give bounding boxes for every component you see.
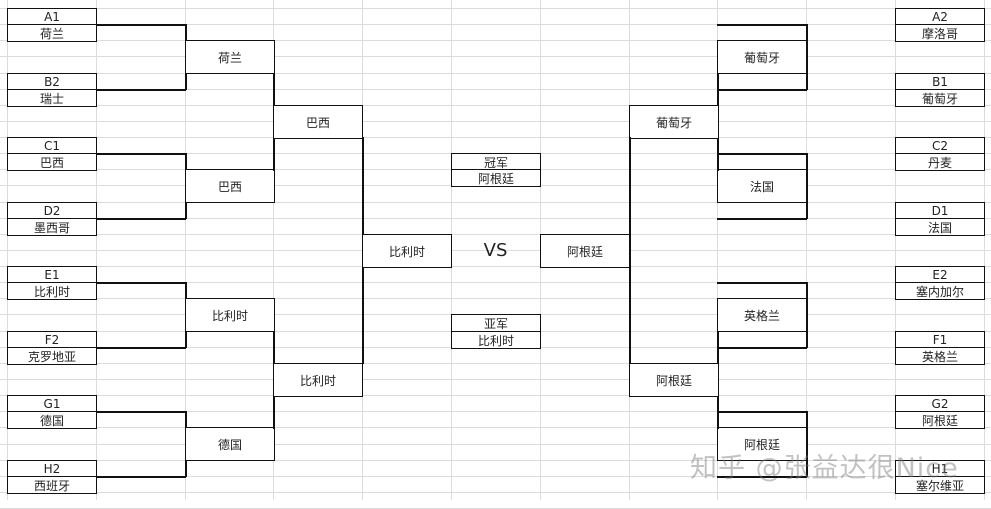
group-team-cell[interactable]: 德国	[7, 411, 97, 429]
round2-winner-cell[interactable]: 英格兰	[717, 298, 807, 332]
grid-row-line	[0, 427, 991, 428]
bracket-connector	[96, 476, 186, 478]
group-team-cell[interactable]: 法国	[895, 218, 985, 236]
group-team-cell[interactable]: 西班牙	[7, 476, 97, 494]
grid-col-line	[185, 0, 186, 500]
runner-up-label-cell: 亚军	[451, 314, 541, 332]
round2-winner-cell[interactable]: 荷兰	[185, 40, 275, 74]
group-team-cell[interactable]: 摩洛哥	[895, 24, 985, 42]
grid-col-line	[717, 0, 718, 500]
grid-col-line	[273, 0, 274, 500]
grid-row-line	[0, 298, 991, 299]
group-team-cell[interactable]: 塞内加尔	[895, 282, 985, 300]
bracket-connector	[717, 24, 807, 26]
grid-col-line	[96, 0, 97, 500]
bracket-connector	[717, 411, 807, 413]
round3-winner-cell[interactable]: 比利时	[273, 363, 363, 397]
bracket-connector	[717, 347, 807, 349]
grid-row-line	[0, 250, 991, 251]
group-seed-cell[interactable]: A1	[7, 8, 97, 26]
round2-winner-cell[interactable]: 阿根廷	[717, 427, 807, 461]
grid-row-line	[0, 476, 991, 477]
bracket-connector	[717, 218, 807, 220]
grid-row-line	[0, 56, 991, 57]
grid-col-line	[895, 0, 896, 500]
grid-row-line	[0, 8, 991, 9]
grid-row-line	[0, 460, 991, 461]
group-team-cell[interactable]: 葡萄牙	[895, 89, 985, 107]
runner-up-cell[interactable]: 比利时	[451, 331, 541, 349]
group-seed-cell[interactable]: B1	[895, 73, 985, 91]
round3-winner-cell[interactable]: 阿根廷	[629, 363, 719, 397]
bracket-connector	[96, 347, 186, 349]
bracket-connector	[96, 153, 186, 155]
grid-row-line	[0, 411, 991, 412]
group-team-cell[interactable]: 塞尔维亚	[895, 476, 985, 494]
bracket-connector	[96, 282, 186, 284]
round2-winner-cell[interactable]: 巴西	[185, 169, 275, 203]
round2-winner-cell[interactable]: 法国	[717, 169, 807, 203]
grid-row-line	[0, 218, 991, 219]
grid-row-line	[0, 363, 991, 364]
grid-row-line	[0, 379, 991, 380]
vs-label: VS	[483, 239, 508, 261]
grid-col-line	[984, 0, 985, 500]
bracket-connector	[717, 282, 807, 284]
group-seed-cell[interactable]: H1	[895, 460, 985, 478]
grid-row-line	[0, 395, 991, 396]
bracket-connector	[717, 153, 807, 155]
grid-row-line	[0, 137, 991, 138]
grid-row-line	[0, 202, 991, 203]
grid-row-line	[0, 282, 991, 283]
group-team-cell[interactable]: 巴西	[7, 153, 97, 171]
round2-winner-cell[interactable]: 德国	[185, 427, 275, 461]
bracket-connector	[717, 89, 807, 91]
group-team-cell[interactable]: 比利时	[7, 282, 97, 300]
round2-winner-cell[interactable]: 比利时	[185, 298, 275, 332]
group-team-cell[interactable]: 瑞士	[7, 89, 97, 107]
grid-row-line	[0, 444, 991, 445]
bracket-connector	[96, 411, 186, 413]
round2-winner-cell[interactable]: 葡萄牙	[717, 40, 807, 74]
group-team-cell[interactable]: 克罗地亚	[7, 347, 97, 365]
grid-row-line	[0, 121, 991, 122]
bracket-connector	[96, 218, 186, 220]
grid-row-line	[0, 105, 991, 106]
grid-row-line	[0, 266, 991, 267]
champion-cell[interactable]: 阿根廷	[451, 169, 541, 187]
round3-winner-cell[interactable]: 巴西	[273, 105, 363, 139]
grid-col-line	[806, 0, 807, 500]
bracket-connector	[96, 24, 186, 26]
grid-row-line	[0, 24, 991, 25]
group-seed-cell[interactable]: C1	[7, 137, 97, 155]
round4-winner-cell[interactable]: 比利时	[362, 234, 452, 268]
group-seed-cell[interactable]: H2	[7, 460, 97, 478]
group-team-cell[interactable]: 阿根廷	[895, 411, 985, 429]
grid-row-line	[0, 40, 991, 41]
watermark: 知乎 @张益达很Nice	[690, 453, 959, 484]
round3-winner-cell[interactable]: 葡萄牙	[629, 105, 719, 139]
bracket-connector	[96, 89, 186, 91]
grid-row-line	[0, 492, 991, 493]
group-team-cell[interactable]: 荷兰	[7, 24, 97, 42]
grid-col-line	[7, 0, 8, 500]
grid-row-line	[0, 73, 991, 74]
group-seed-cell[interactable]: A2	[895, 8, 985, 26]
grid-row-line	[0, 89, 991, 90]
group-team-cell[interactable]: 墨西哥	[7, 218, 97, 236]
group-team-cell[interactable]: 丹麦	[895, 153, 985, 171]
grid-row-line	[0, 234, 991, 235]
bracket-connector	[717, 476, 807, 478]
group-team-cell[interactable]: 英格兰	[895, 347, 985, 365]
round4-winner-cell[interactable]: 阿根廷	[540, 234, 630, 268]
